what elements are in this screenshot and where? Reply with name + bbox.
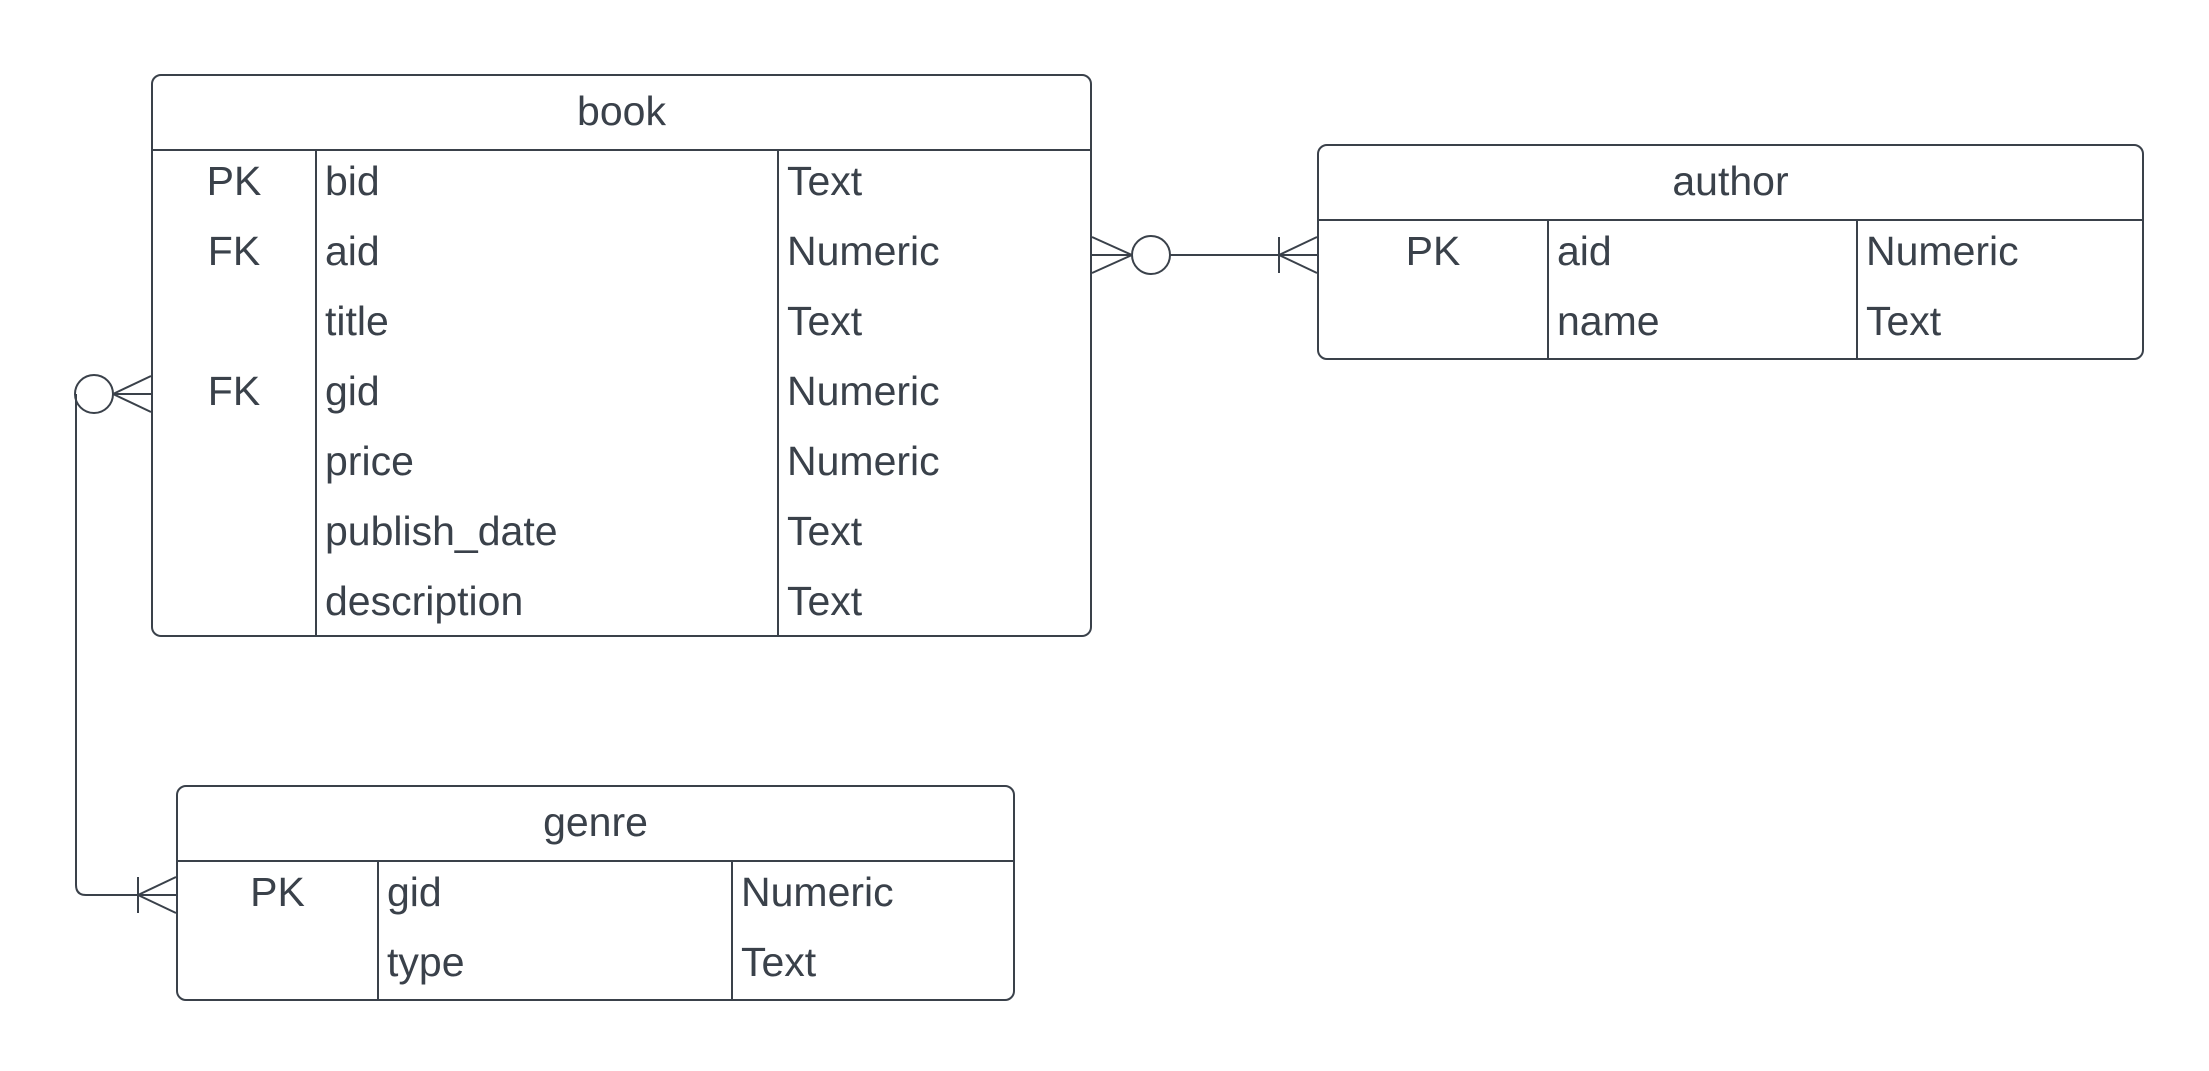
book-row-field: gid [325,368,380,414]
genre-row-field: gid [387,869,442,915]
genre-row-type: Text [741,939,817,985]
book-row-field: publish_date [325,508,558,554]
table-genre-title: genre [178,787,1013,862]
book-row-type: Text [787,508,863,554]
book-row-key: FK [207,368,261,414]
book-row-field: bid [325,158,380,204]
book-row-field: title [325,298,389,344]
column-separator [777,149,779,635]
genre-row-key: PK [250,869,305,915]
author-row-field: name [1557,298,1660,344]
book-row-type: Text [787,158,863,204]
relationship-book-author[interactable] [1091,235,1318,275]
table-author-title: author [1319,146,2142,221]
table-genre[interactable]: genre PK gid Numeric type Text [176,785,1015,1001]
table-book-title: book [153,76,1090,151]
author-row-type: Text [1866,298,1942,344]
column-separator [377,860,379,999]
book-row-field: description [325,578,524,624]
table-book[interactable]: book PK bid Text FK aid Numeric title Te… [151,74,1092,637]
column-separator [731,860,733,999]
column-separator [1547,219,1549,358]
author-row-field: aid [1557,228,1612,274]
book-row-type: Numeric [787,228,940,274]
column-separator [315,149,317,635]
table-author[interactable]: author PK aid Numeric name Text [1317,144,2144,360]
genre-row-type: Numeric [741,869,894,915]
book-row-key: FK [207,228,261,274]
author-row-type: Numeric [1866,228,2019,274]
book-row-type: Numeric [787,438,940,484]
column-separator [1856,219,1858,358]
book-row-field: aid [325,228,380,274]
author-row-key: PK [1405,228,1461,274]
book-row-type: Numeric [787,368,940,414]
book-row-type: Text [787,298,863,344]
genre-row-field: type [387,939,465,985]
book-row-key: PK [206,158,262,204]
book-row-type: Text [787,578,863,624]
book-row-field: price [325,438,414,484]
